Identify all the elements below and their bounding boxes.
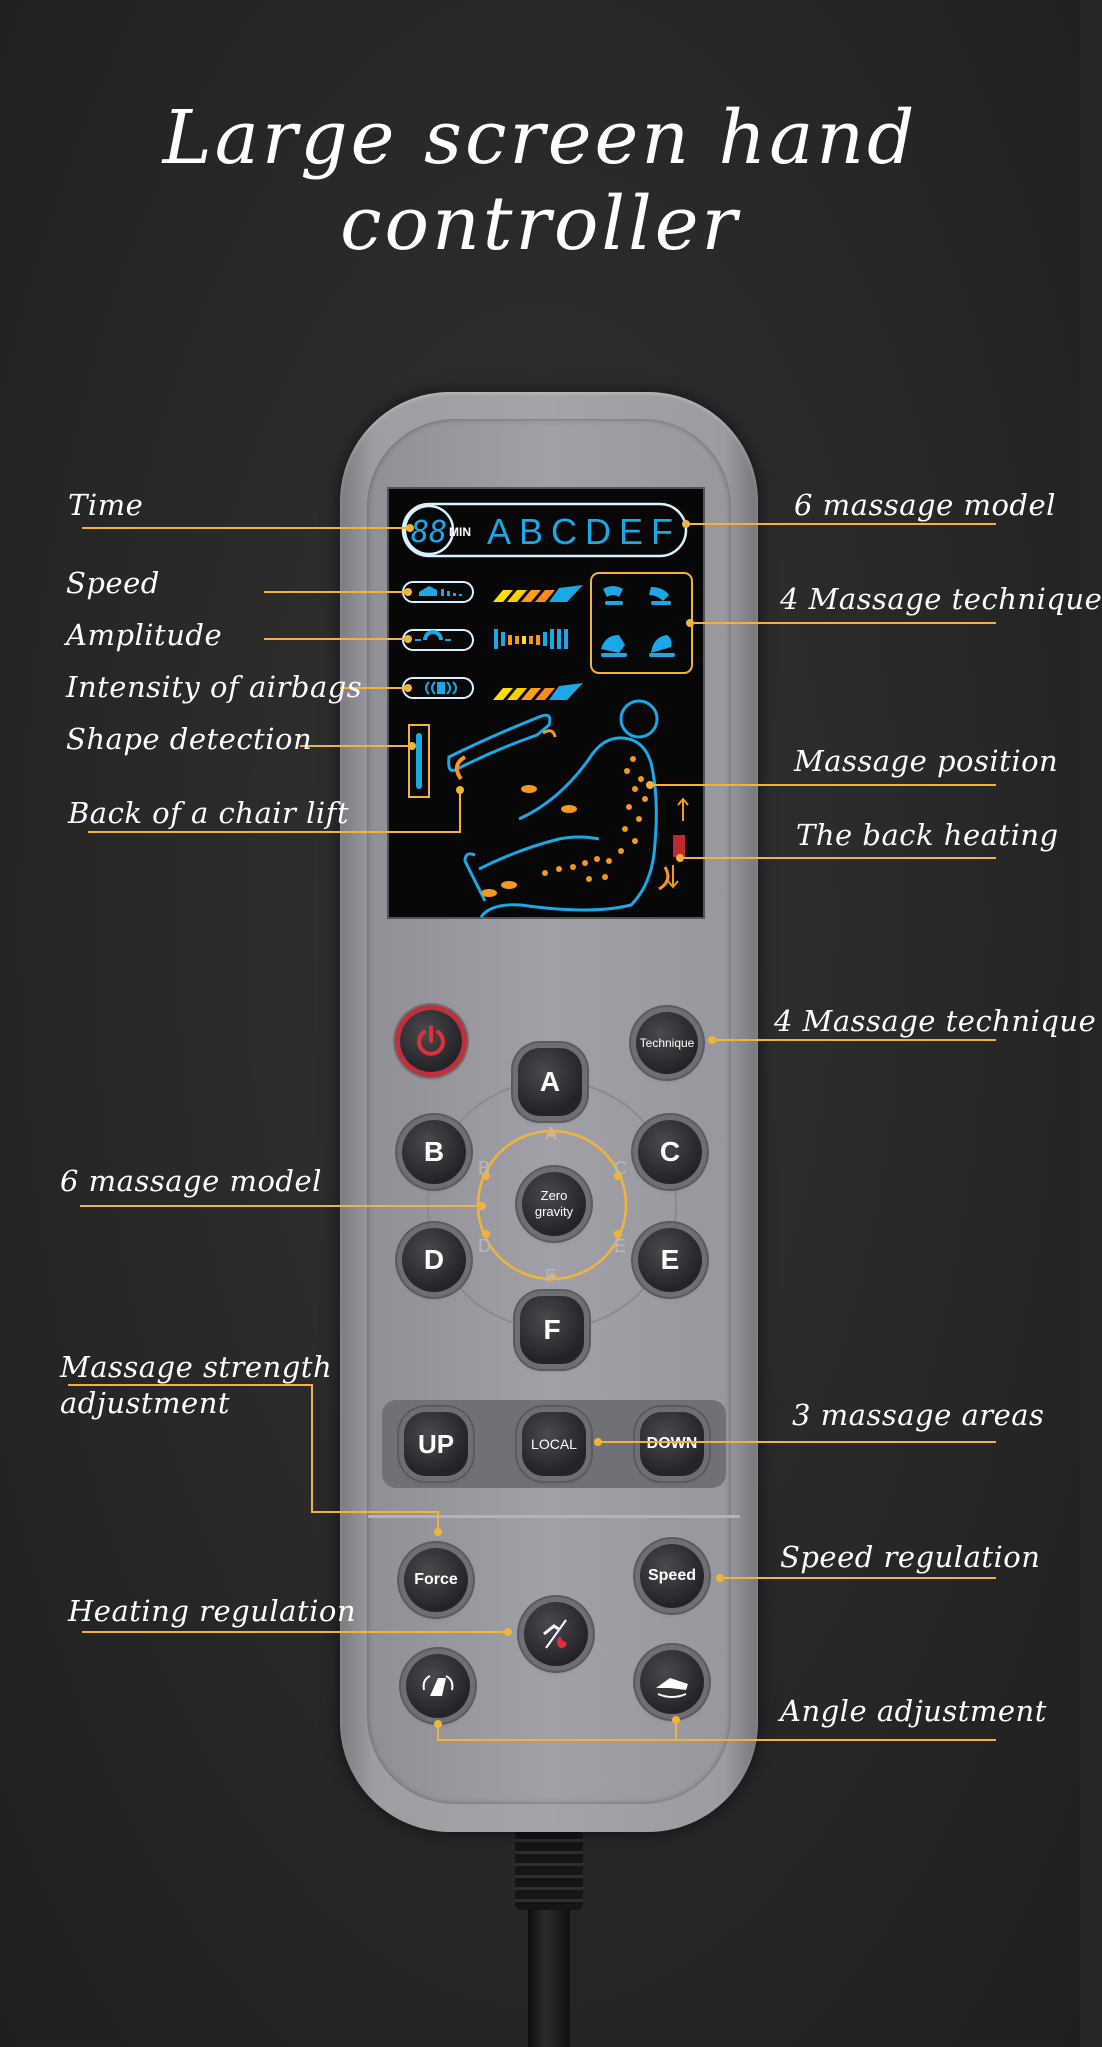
heating-button[interactable] <box>524 1602 588 1666</box>
mode-letters: ABCDEF <box>487 511 681 552</box>
lcd-graphics: 88 MIN ABCDEF <box>401 502 693 918</box>
ring-letter-f: F <box>545 1266 557 1286</box>
technique-icons <box>601 586 675 657</box>
airbag-icon <box>425 681 457 695</box>
recline-back-icon <box>422 1675 454 1696</box>
label-speed: Speed <box>66 566 160 600</box>
controller-divider <box>368 1515 740 1518</box>
lift-up-arrow <box>677 797 689 821</box>
label-heating-regulation: Heating regulation <box>68 1594 357 1628</box>
label-strength-line2: adjustment <box>60 1386 231 1420</box>
lcd-screen: 88 MIN ABCDEF <box>387 487 705 919</box>
power-icon <box>417 1025 445 1056</box>
timer-circle <box>403 504 455 556</box>
ring-letter-d: D <box>478 1236 492 1256</box>
ring-letter-e: E <box>614 1236 627 1256</box>
ring-letter-c: C <box>614 1158 628 1178</box>
label-back-heating: The back heating <box>796 818 1059 852</box>
recline-back-button[interactable] <box>406 1654 470 1718</box>
ring-letter-a: A <box>545 1124 558 1144</box>
label-amplitude: Amplitude <box>66 618 223 652</box>
label-four-technique-top: 4 Massage technique <box>780 582 1102 616</box>
mode-f-button[interactable]: F <box>520 1296 584 1364</box>
label-intensity-airbags: Intensity of airbags <box>66 670 363 704</box>
speed-icon <box>419 586 437 596</box>
shape-detection-frame <box>408 724 430 798</box>
label-back-chair-lift: Back of a chair lift <box>68 796 350 830</box>
label-shape-detection: Shape detection <box>66 722 313 756</box>
page-title: Large screen hand controller <box>162 95 918 267</box>
amplitude-icon <box>423 630 443 641</box>
massage-position-points <box>454 729 670 897</box>
airbag-level-bars <box>493 683 583 700</box>
recline-legs-button[interactable] <box>640 1650 704 1714</box>
label-speed-regulation: Speed regulation <box>780 1540 1041 1574</box>
foot-heat-icon <box>543 1619 567 1649</box>
recline-legs-icon <box>656 1678 688 1698</box>
label-six-model-bottom: 6 massage model <box>60 1164 322 1198</box>
lift-down-arrow <box>667 865 679 889</box>
timer-digits: 88 <box>411 515 447 550</box>
label-four-technique-bottom: 4 Massage technique <box>774 1004 1097 1038</box>
chair-body-figure <box>447 699 659 918</box>
amplitude-level-bars <box>494 629 568 649</box>
timer-unit: MIN <box>449 525 471 539</box>
label-massage-position: Massage position <box>794 744 1059 778</box>
shape-detection-bar <box>416 733 422 789</box>
label-three-areas: 3 massage areas <box>792 1398 1045 1432</box>
timer-mode-frame <box>401 502 688 558</box>
back-heating-indicator <box>673 835 685 857</box>
cable-collar <box>515 1830 583 1910</box>
speed-level-bars <box>493 585 583 602</box>
label-time: Time <box>68 488 144 522</box>
label-angle-adjustment: Angle adjustment <box>780 1694 1047 1728</box>
label-strength-line1: Massage strength <box>60 1350 333 1384</box>
speed-dots-icon <box>441 589 462 596</box>
label-six-model-top: 6 massage model <box>794 488 1056 522</box>
power-button[interactable] <box>400 1010 462 1072</box>
ring-letter-b: B <box>478 1158 491 1178</box>
